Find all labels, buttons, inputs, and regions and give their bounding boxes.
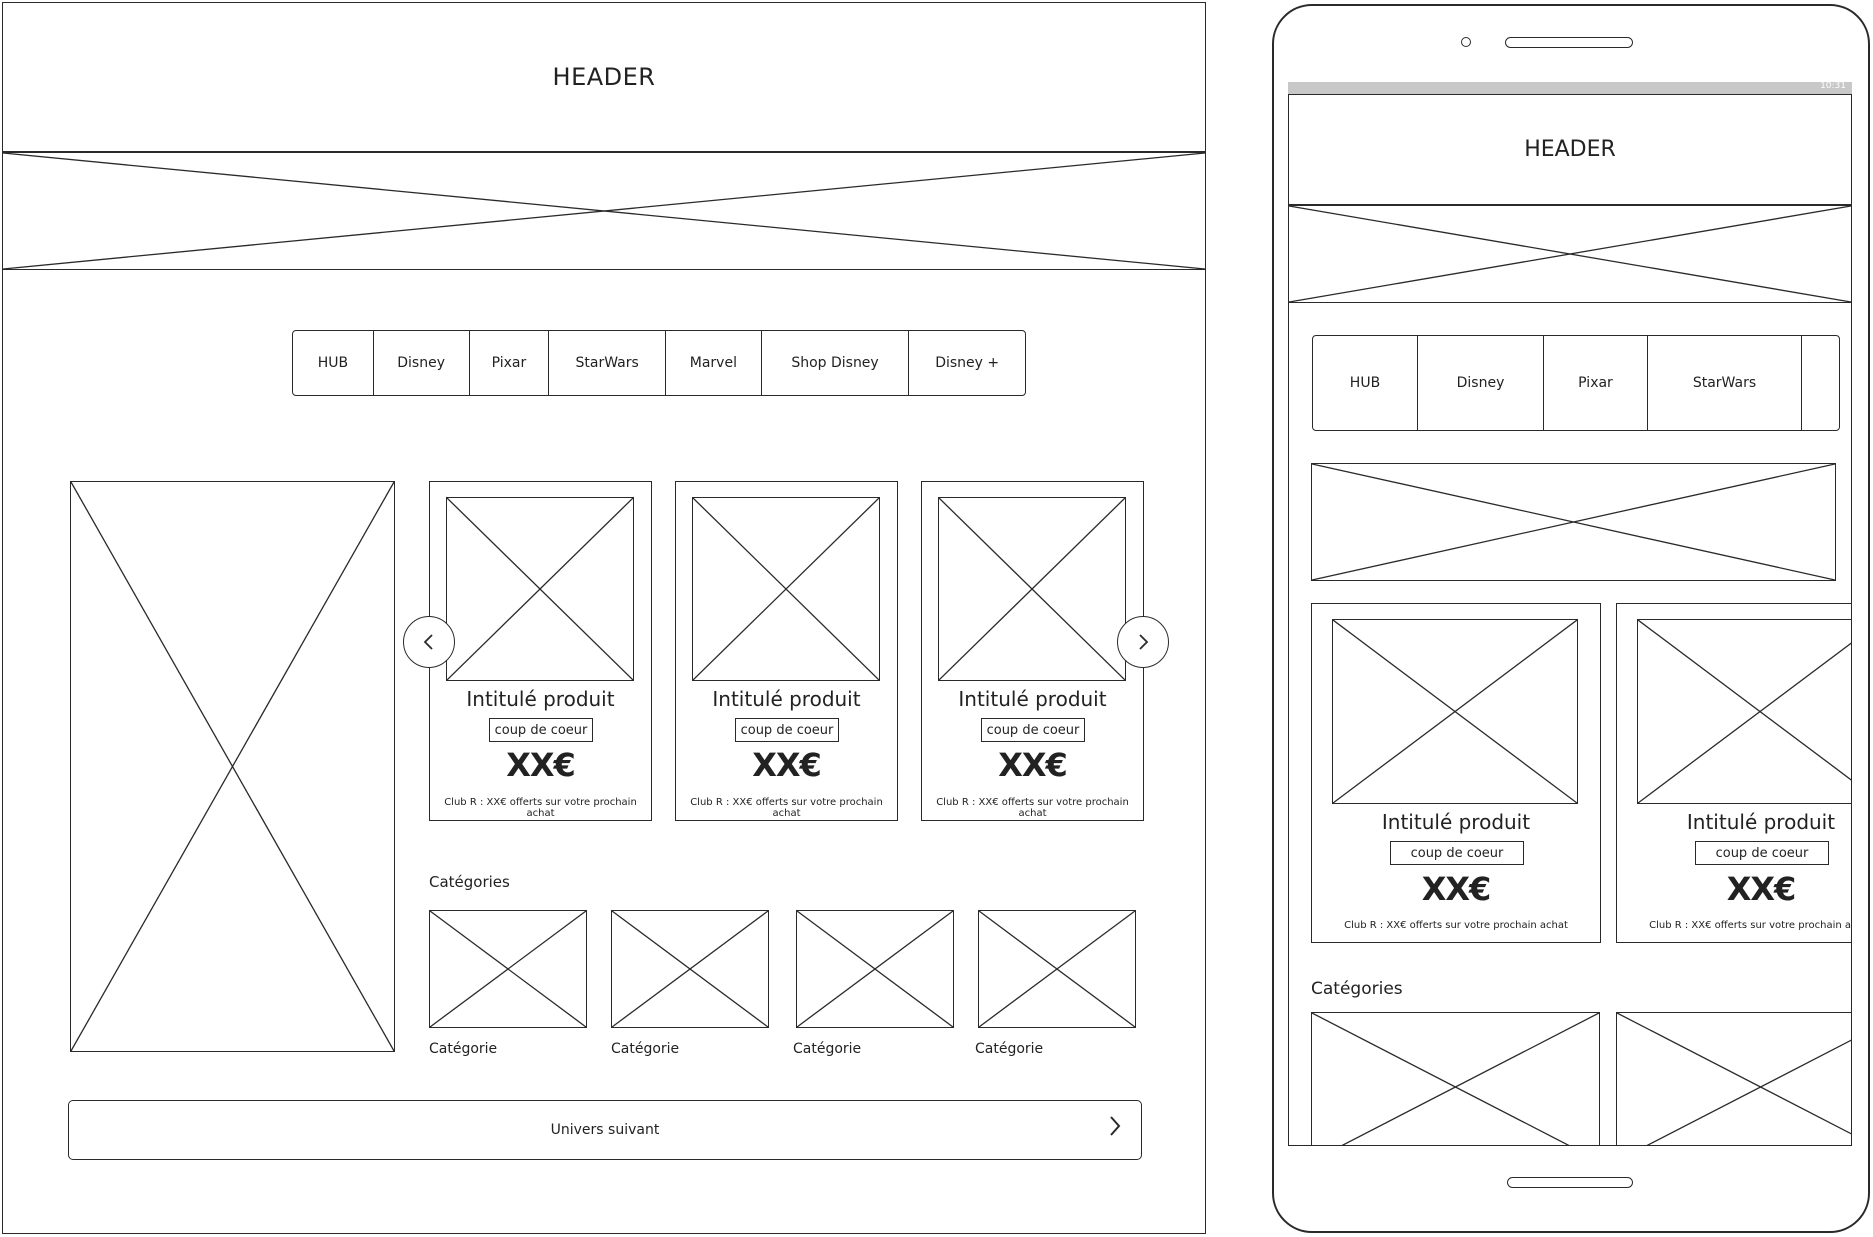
next-universe-button[interactable]: Univers suivant xyxy=(68,1100,1142,1160)
product-title: Intitulé produit xyxy=(1381,810,1531,834)
nav-label: HUB xyxy=(1349,375,1381,391)
product-image-placeholder xyxy=(1332,619,1578,804)
nav-label: Pixar xyxy=(1578,375,1613,391)
nav-label: StarWars xyxy=(1692,375,1757,391)
nav-item-hub[interactable]: HUB xyxy=(1313,336,1418,430)
nav-item-disney-plus[interactable]: Disney + xyxy=(909,331,1025,395)
status-time: 10:31 xyxy=(1820,81,1846,91)
product-price: XX€ xyxy=(752,746,822,784)
nav-label: Disney xyxy=(397,355,446,371)
home-indicator xyxy=(1507,1177,1633,1188)
product-image-placeholder xyxy=(446,497,634,681)
club-offer-text: Club R : XX€ offerts sur votre prochain … xyxy=(1344,920,1568,931)
favorite-badge: coup de coeur xyxy=(489,718,593,742)
product-image-placeholder xyxy=(938,497,1126,681)
tablet-screen: HEADER HUB Disney Pixar StarWars Intitul… xyxy=(1288,94,1852,1146)
hero-banner-placeholder xyxy=(2,152,1206,270)
nav-item-hub[interactable]: HUB xyxy=(293,331,374,395)
product-title: Intitulé produit xyxy=(958,687,1107,711)
product-title: Intitulé produit xyxy=(466,687,615,711)
chevron-left-icon xyxy=(423,634,433,650)
nav-item-more[interactable] xyxy=(1802,336,1839,430)
product-image-placeholder xyxy=(692,497,880,681)
product-price: XX€ xyxy=(1421,870,1492,908)
speaker-grille xyxy=(1505,37,1633,48)
universe-nav: HUB Disney Pixar StarWars Marvel Shop Di… xyxy=(292,330,1026,396)
carousel-next-button[interactable] xyxy=(1117,616,1169,668)
category-image-placeholder[interactable] xyxy=(796,910,954,1028)
category-image-placeholder[interactable] xyxy=(429,910,587,1028)
universe-nav: HUB Disney Pixar StarWars xyxy=(1312,335,1840,431)
nav-label: HUB xyxy=(317,355,349,371)
nav-label: Shop Disney xyxy=(791,355,879,371)
header-label: HEADER xyxy=(1524,137,1616,162)
product-price: XX€ xyxy=(1726,870,1797,908)
tablet-device-frame xyxy=(1272,4,1870,1233)
nav-item-disney[interactable]: Disney xyxy=(374,331,470,395)
category-image-placeholder[interactable] xyxy=(1616,1012,1851,1145)
product-card[interactable]: Intitulé produit coup de coeur XX€ Club … xyxy=(429,481,652,821)
chevron-right-icon xyxy=(1139,634,1149,650)
universe-visual-placeholder xyxy=(70,481,395,1052)
nav-label: Marvel xyxy=(689,355,737,371)
product-image-placeholder xyxy=(1637,619,1851,804)
nav-label: StarWars xyxy=(575,355,639,371)
category-image-placeholder[interactable] xyxy=(611,910,769,1028)
nav-label: Pixar xyxy=(491,355,527,371)
nav-item-starwars[interactable]: StarWars xyxy=(1648,336,1802,430)
club-offer-text: Club R : XX€ offerts sur votre prochain … xyxy=(1649,920,1852,931)
tablet-header: HEADER xyxy=(1289,95,1851,205)
product-title: Intitulé produit xyxy=(712,687,861,711)
camera-icon xyxy=(1461,37,1471,47)
nav-item-disney[interactable]: Disney xyxy=(1418,336,1544,430)
club-offer-text: Club R : XX€ offerts sur votre prochain … xyxy=(444,797,637,819)
club-offer-text: Club R : XX€ offerts sur votre prochain … xyxy=(690,797,883,819)
category-image-placeholder[interactable] xyxy=(1311,1012,1600,1145)
favorite-badge: coup de coeur xyxy=(1390,841,1524,865)
next-universe-label: Univers suivant xyxy=(550,1122,660,1138)
desktop-header: HEADER xyxy=(2,2,1206,152)
category-label[interactable]: Catégorie xyxy=(975,1041,1044,1057)
categories-title: Catégories xyxy=(429,873,510,891)
product-card[interactable]: Intitulé produit coup de coeur XX€ Club … xyxy=(1311,603,1601,943)
chevron-right-icon xyxy=(1110,1116,1121,1136)
promo-banner-placeholder xyxy=(1311,463,1836,581)
nav-item-marvel[interactable]: Marvel xyxy=(666,331,762,395)
categories-title: Catégories xyxy=(1311,979,1403,999)
nav-item-starwars[interactable]: StarWars xyxy=(549,331,666,395)
nav-item-shop-disney[interactable]: Shop Disney xyxy=(762,331,910,395)
category-label[interactable]: Catégorie xyxy=(611,1041,680,1057)
tablet-status-bar: 10:31 xyxy=(1288,81,1852,94)
product-card[interactable]: Intitulé produit coup de coeur XX€ Club … xyxy=(675,481,898,821)
header-label: HEADER xyxy=(552,63,656,91)
category-label[interactable]: Catégorie xyxy=(429,1041,498,1057)
nav-item-pixar[interactable]: Pixar xyxy=(1544,336,1648,430)
product-card[interactable]: Intitulé produit coup de coeur XX€ Club … xyxy=(1616,603,1852,943)
hero-banner-placeholder xyxy=(1289,205,1851,303)
product-price: XX€ xyxy=(998,746,1068,784)
nav-label: Disney xyxy=(1456,375,1505,391)
product-title: Intitulé produit xyxy=(1686,810,1836,834)
product-price: XX€ xyxy=(506,746,576,784)
nav-item-pixar[interactable]: Pixar xyxy=(470,331,550,395)
product-card[interactable]: Intitulé produit coup de coeur XX€ Club … xyxy=(921,481,1144,821)
favorite-badge: coup de coeur xyxy=(735,718,839,742)
club-offer-text: Club R : XX€ offerts sur votre prochain … xyxy=(936,797,1129,819)
category-label[interactable]: Catégorie xyxy=(793,1041,862,1057)
nav-label: Disney + xyxy=(935,355,1000,371)
carousel-prev-button[interactable] xyxy=(403,616,455,668)
category-image-placeholder[interactable] xyxy=(978,910,1136,1028)
favorite-badge: coup de coeur xyxy=(1695,841,1829,865)
favorite-badge: coup de coeur xyxy=(981,718,1085,742)
